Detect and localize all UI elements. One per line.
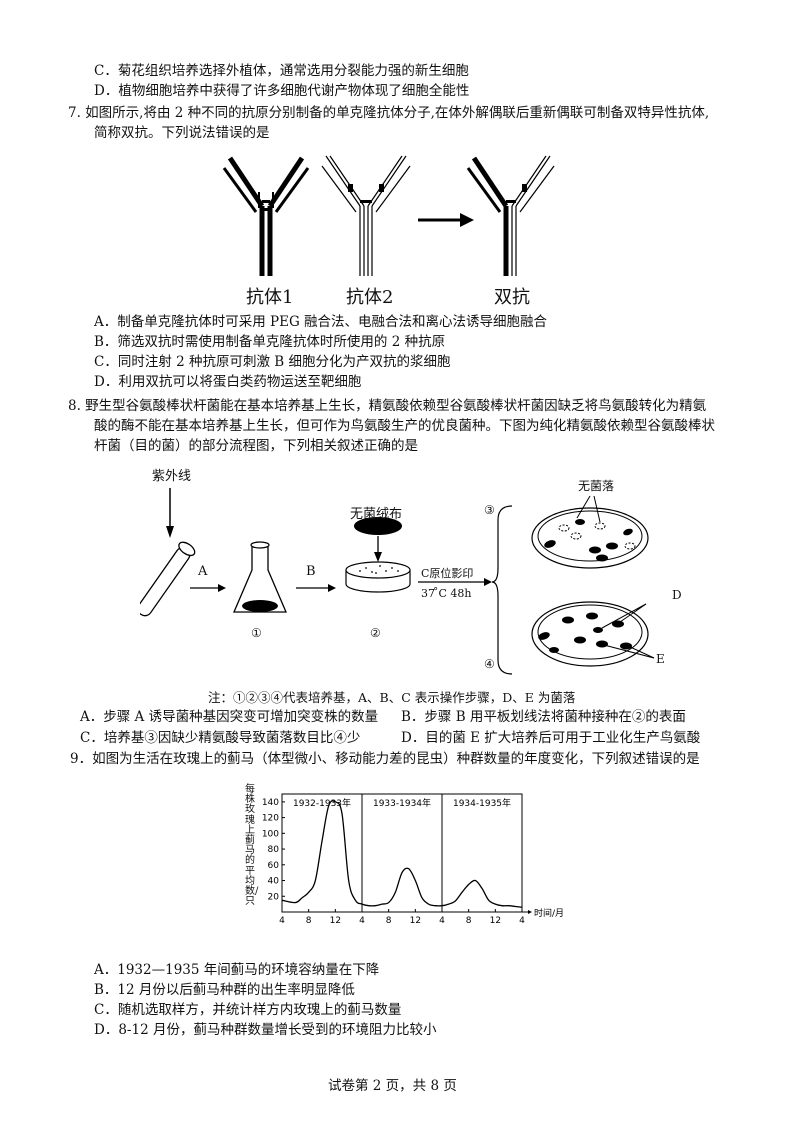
label-step-a: A (198, 564, 208, 579)
q9-stem: 9．如图为生活在玫瑰上的蓟马（体型微小、移动能力差的昆虫）种群数量的年度变化，下… (70, 751, 700, 767)
x-axis-arrow (528, 910, 532, 914)
period-label: 1934-1935年 (453, 797, 511, 809)
q9-option-b: B．12 月份以后蓟马种群的出生率明显降低 (94, 982, 355, 998)
antibody-2-drawing (321, 155, 411, 276)
flask-icon (233, 541, 287, 613)
label-antibody-2: 抗体2 (346, 287, 394, 308)
label-medium-2: ② (370, 626, 381, 640)
label-no-colony: 无菌落 (578, 479, 615, 493)
period-label: 1932-1933年 (293, 797, 351, 809)
page-footer: 试卷第 2 页，共 8 页 (328, 1078, 457, 1094)
y-tick-label: 20 (268, 892, 280, 902)
antibody-figure (222, 155, 555, 276)
population-line (281, 800, 523, 908)
bispecific-antibody-drawing (466, 155, 555, 276)
figure-note: 注：①②③④代表培养基，A、B、C 表示操作步骤，D、E 为菌落 (208, 690, 576, 705)
test-tube-icon (140, 541, 196, 617)
q7-option-a: A．制备单克隆抗体时可采用 PEG 融合法、电融合法和离心法诱导细胞融合 (94, 314, 548, 330)
q6-option-c: C．菊花组织培养选择外植体，通常选用分裂能力强的新生细胞 (94, 63, 469, 79)
label-step-b: B (306, 564, 316, 579)
q9-option-a: A．1932—1935 年间蓟马的环境容纳量在下降 (94, 962, 380, 978)
x-tick-label: 4 (519, 916, 525, 926)
x-tick-label: 8 (306, 916, 312, 926)
q7-stem-line1: 7. 如图所示,将由 2 种不同的抗原分别制备的单克隆抗体分子,在体外解偶联后重… (68, 105, 710, 121)
y-tick-label: 80 (268, 845, 280, 855)
q9-option-d: D．8-12 月份，蓟马种群数量增长受到的环境阻力比较小 (94, 1022, 437, 1038)
label-uv: 紫外线 (152, 469, 192, 484)
petri-dish-4-icon (531, 601, 655, 667)
label-condition: 37 ̊C 48h (421, 587, 472, 600)
label-medium-4: ④ (484, 657, 495, 671)
q8-option-c: C．培养基③因缺少精氨酸导致菌落数目比④少 (80, 730, 361, 746)
y-tick-label: 140 (262, 798, 279, 808)
q8-stem-line1: 8. 野生型谷氨酸棒状杆菌能在基本培养基上生长，精氨酸依赖型谷氨酸棒状杆菌因缺乏… (68, 398, 707, 414)
chart-plot-frame (281, 793, 523, 913)
q6-option-d: D．植物细胞培养中获得了许多细胞代谢产物体现了细胞全能性 (94, 83, 470, 99)
q8-option-a: A．步骤 A 诱导菌种基因突变可增加突变株的数量 (80, 709, 379, 725)
chart-y-axis-label: 每株玫瑰上蓟马的平均数/只 (245, 784, 259, 908)
y-tick-label: 60 (268, 861, 280, 871)
x-tick-label: 8 (386, 916, 392, 926)
x-tick-label: 12 (410, 916, 421, 926)
thrips-population-chart: 140 120 100 80 60 40 20 4 8 12 4 8 12 4 8 12 4 时间/月 1932-… (262, 793, 564, 926)
q8-option-d: D．目的菌 E 扩大培养后可用于工业化生产鸟氨酸 (401, 730, 701, 746)
label-step-c: C原位影印 (421, 567, 474, 580)
bacteria-flowchart (140, 488, 655, 675)
period-label: 1933-1934年 (373, 797, 431, 809)
x-axis-label: 时间/月 (534, 907, 564, 919)
y-tick-label: 120 (262, 814, 279, 824)
x-tick-label: 12 (330, 916, 341, 926)
x-tick-label: 8 (466, 916, 472, 926)
y-tick-label: 40 (268, 877, 280, 887)
label-bispecific: 双抗 (494, 287, 530, 308)
x-tick-label: 4 (279, 916, 285, 926)
q7-option-b: B．筛选双抗时需使用制备单克隆抗体时所使用的 2 种抗原 (94, 334, 446, 350)
q7-option-c: C．同时注射 2 种抗原可刺激 B 细胞分化为产双抗的浆细胞 (94, 354, 451, 370)
q7-option-d: D．利用双抗可以将蛋白类药物运送至靶细胞 (94, 374, 362, 390)
label-colony-d: D (672, 588, 682, 602)
q7-stem-line2: 简称双抗。下列说法错误的是 (94, 125, 270, 141)
x-tick-label: 12 (490, 916, 501, 926)
q9-option-c: C．随机选取样方，并统计样方内玫瑰上的蓟马数量 (94, 1002, 402, 1018)
petri-dish-3-icon (531, 495, 649, 569)
q8-option-b: B．步骤 B 用平板划线法将菌种接种在②的表面 (401, 709, 686, 725)
antibody-1-drawing (222, 156, 310, 276)
label-velvet: 无菌绒布 (350, 507, 403, 522)
label-colony-e: E (656, 652, 665, 666)
q8-stem-line2: 酸的酶不能在基本培养基上生长，但可作为鸟氨酸生产的优良菌种。下图为纯化精氨酸依赖… (94, 418, 715, 434)
y-tick-label: 100 (262, 829, 279, 839)
petri-dish-2-icon (345, 561, 411, 593)
label-antibody-1: 抗体1 (246, 287, 294, 308)
x-tick-label: 4 (439, 916, 445, 926)
q8-stem-line3: 杆菌（目的菌）的部分流程图，下列相关叙述正确的是 (94, 438, 418, 454)
label-medium-3: ③ (484, 503, 495, 517)
x-tick-label: 4 (359, 916, 365, 926)
label-medium-1: ① (251, 626, 262, 640)
